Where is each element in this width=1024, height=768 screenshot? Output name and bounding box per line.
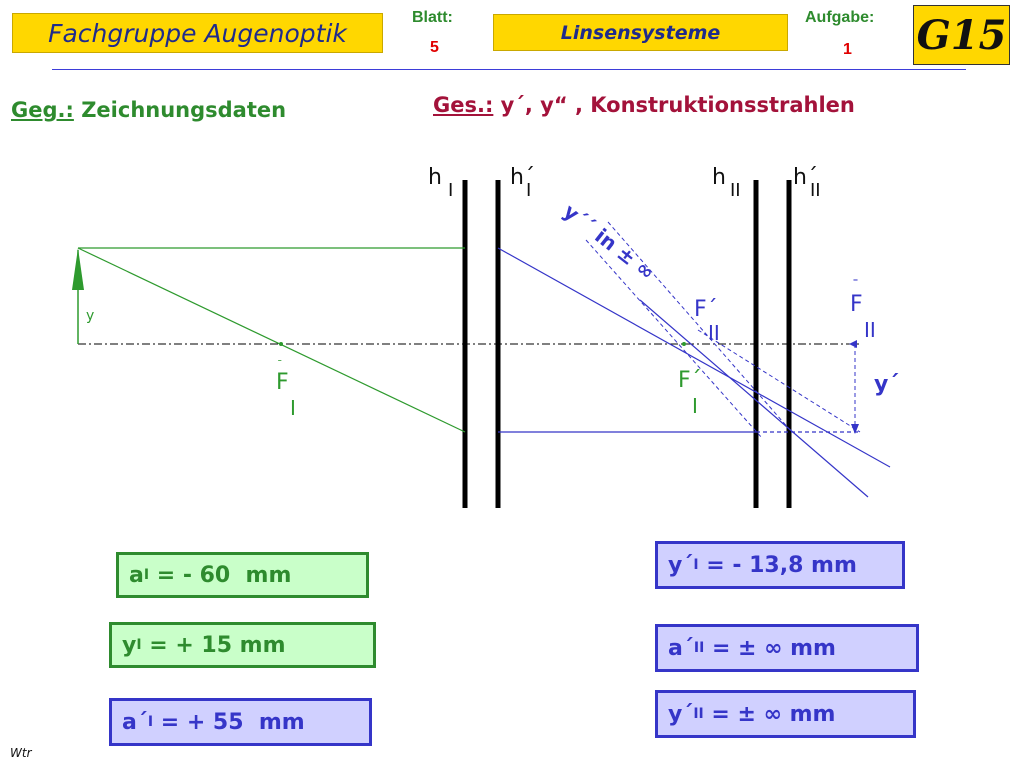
label-f1-prime: F´	[678, 368, 702, 393]
formula-a1-prime: a´I = + 55 mm	[109, 698, 372, 746]
formula-a1p-sub: I	[147, 714, 154, 730]
header-title-box: Fachgruppe Augenoptik	[12, 13, 383, 53]
object-arrow-head	[72, 248, 84, 290]
svg-text:¯: ¯	[852, 278, 859, 294]
label-h1-sub: I	[448, 180, 453, 201]
blatt-value: 5	[430, 39, 439, 56]
object-label: y	[86, 308, 94, 324]
label-f2-bar: F	[850, 292, 863, 317]
formula-y1-main: y	[122, 632, 137, 658]
formula-y1-prime: y´I = - 13,8 mm	[655, 541, 905, 589]
label-f1-prime-sub: I	[692, 394, 698, 418]
formula-y1-sub: I	[136, 637, 142, 653]
sought-prefix: Ges.:	[433, 93, 494, 117]
image-arrow-head	[851, 424, 859, 434]
label-f2-prime: F´	[694, 297, 718, 322]
header-topic-box: Linsensysteme	[493, 14, 788, 51]
logo-text: G15	[916, 11, 1007, 59]
plane-labels: h I h´ I h II h´ II	[428, 165, 821, 201]
sought-text: y´, y“ , Konstruktionsstrahlen	[500, 93, 855, 117]
formula-y1p-sub: I	[693, 557, 699, 573]
label-h2p: h´	[793, 165, 818, 190]
g15-logo: G15	[913, 5, 1010, 65]
formula-a1p-rest: = + 55 mm	[153, 709, 305, 735]
formula-a1-rest: = - 60 mm	[149, 562, 292, 588]
label-f1-bar: F	[276, 370, 289, 395]
formula-y2p-rest: = ± ∞ mm	[703, 701, 836, 727]
focal-point-f1-prime	[682, 342, 686, 346]
focal-labels-blue: F´ II ¯ F II	[694, 278, 876, 345]
blatt-label: Blatt:	[412, 9, 453, 26]
focal-point-f2-bar-marker	[849, 340, 857, 348]
label-h1: h	[428, 165, 442, 190]
formula-a2-prime: a´II = ± ∞ mm	[655, 624, 919, 672]
label-h2-sub: II	[730, 180, 741, 201]
author-initials: Wtr	[10, 746, 32, 760]
formula-y2-prime: y´II = ± ∞ mm	[655, 690, 916, 738]
blue-ray-lower	[639, 299, 869, 498]
aufgabe-value: 1	[843, 41, 852, 58]
given-line: Geg.: Zeichnungsdaten	[11, 98, 286, 122]
sought-line: Ges.: y´, y“ , Konstruktionsstrahlen	[433, 93, 855, 117]
formula-a1p-main: a´	[122, 709, 148, 735]
header-topic: Linsensysteme	[560, 21, 721, 44]
formula-a2p-rest: = ± ∞ mm	[704, 635, 836, 661]
green-focal-ray	[77, 247, 466, 433]
given-prefix: Geg.:	[11, 98, 74, 122]
formula-y2p-main: y´	[668, 701, 694, 727]
formula-y2p-sub: II	[693, 706, 704, 722]
label-h2p-sub: II	[810, 180, 821, 201]
label-f2-prime-sub: II	[708, 321, 720, 345]
label-h2: h	[712, 165, 726, 190]
diagonal-label: y´´ in ± ∞	[559, 199, 659, 285]
formula-y1p-rest: = - 13,8 mm	[698, 552, 857, 578]
header-title: Fachgruppe Augenoptik	[48, 18, 347, 48]
focal-labels-green: ¯ F I F´ I	[276, 358, 702, 420]
blue-ray-upper	[497, 247, 891, 468]
label-f2-bar-sub: II	[864, 318, 876, 342]
label-h1p: h´	[510, 165, 535, 190]
formula-y1p-main: y´	[668, 552, 694, 578]
formula-y1-rest: = + 15 mm	[141, 632, 286, 658]
blue-dashed-diagonal-2	[585, 239, 763, 439]
formula-a2p-sub: II	[693, 640, 705, 656]
svg-text:¯: ¯	[277, 358, 283, 371]
label-h1p-sub: I	[526, 180, 531, 201]
formula-a1-sub: I	[143, 567, 150, 583]
header-divider	[52, 69, 966, 70]
given-text: Zeichnungsdaten	[81, 98, 287, 122]
focal-point-f1	[279, 342, 283, 346]
image-label: y´	[874, 372, 899, 397]
formula-a2p-main: a´	[668, 635, 694, 661]
formula-a1-main: a	[129, 562, 144, 588]
blue-dashed-diagonal-3	[697, 329, 861, 433]
aufgabe-label: Aufgabe:	[805, 9, 875, 26]
label-f1-bar-sub: I	[290, 396, 296, 420]
